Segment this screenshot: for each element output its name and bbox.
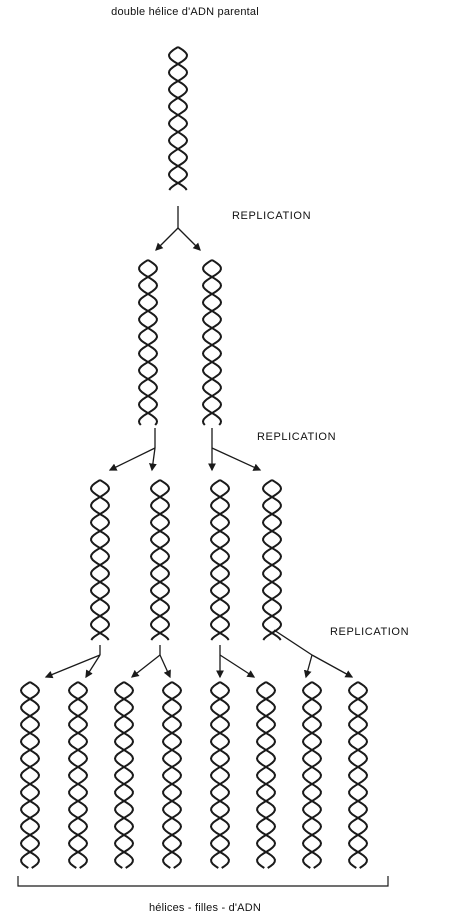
dna-strand xyxy=(89,479,111,641)
branch-arrow-g1-1-0 xyxy=(155,227,179,251)
dna-helix-gen2-1 xyxy=(137,259,159,426)
dna-helix-gen4-5 xyxy=(209,681,231,869)
dna-strand xyxy=(347,681,369,869)
branch-arrow-g3-1-0 xyxy=(44,654,101,679)
dna-helix-gen3-1 xyxy=(89,479,111,641)
dna-helix-gen4-3 xyxy=(113,681,135,869)
bracket xyxy=(17,876,389,887)
dna-helix-gen3-4 xyxy=(261,479,283,641)
dna-helix-gen4-1 xyxy=(19,681,41,869)
dna-strand xyxy=(149,479,171,641)
dna-strand xyxy=(149,479,171,641)
branch-arrow-g3-4-1 xyxy=(311,654,354,678)
arrows-layer xyxy=(44,206,354,679)
dna-helix-gen3-3 xyxy=(209,479,231,641)
dna-strand xyxy=(261,479,283,641)
dna-strand xyxy=(255,681,277,869)
dna-helix-gen4-7 xyxy=(301,681,323,869)
replication-label-1: REPLICATION xyxy=(232,210,312,222)
dna-strand xyxy=(209,479,231,641)
dna-strand xyxy=(89,479,111,641)
dna-strand xyxy=(301,681,323,869)
dna-strand xyxy=(161,681,183,869)
dna-strand xyxy=(161,681,183,869)
dna-helix-gen4-2 xyxy=(67,681,89,869)
branch-arrow-g2-1-0 xyxy=(108,447,156,471)
dna-strand xyxy=(301,681,323,869)
dna-strand xyxy=(137,259,159,426)
diagram-title: double hélice d'ADN parental xyxy=(111,6,259,18)
branch-arrow-g2-2-1 xyxy=(211,447,262,471)
branch-arrow-g3-2-0 xyxy=(130,654,161,678)
dna-strand xyxy=(113,681,135,869)
branch-arrow-g3-4-0 xyxy=(303,654,313,679)
dna-strand xyxy=(201,259,223,426)
dna-strand xyxy=(67,681,89,869)
branch-arrow-g3-2-1 xyxy=(159,654,171,679)
dna-helix-gen4-6 xyxy=(255,681,277,869)
dna-helix-gen3-2 xyxy=(149,479,171,641)
branch-arrow-g2-1-1 xyxy=(149,447,157,472)
replication-label-2: REPLICATION xyxy=(257,431,337,443)
dna-strand xyxy=(19,681,41,869)
dna-helix-gen1-1 xyxy=(167,46,189,191)
dna-strand xyxy=(167,46,189,191)
dna-strand xyxy=(137,259,159,426)
dna-strand xyxy=(209,681,231,869)
dna-strand xyxy=(201,259,223,426)
branch-arrow-g1-1-1 xyxy=(177,227,201,251)
dna-helix-gen2-2 xyxy=(201,259,223,426)
dna-strand xyxy=(113,681,135,869)
dna-helix-gen4-8 xyxy=(347,681,369,869)
dna-helix-gen4-4 xyxy=(161,681,183,869)
dna-strand xyxy=(209,479,231,641)
branch-stem-g3-4 xyxy=(273,629,313,656)
dna-strand xyxy=(209,681,231,869)
dna-strand xyxy=(67,681,89,869)
dna-strand xyxy=(19,681,41,869)
dna-strand xyxy=(347,681,369,869)
branch-arrow-g3-1-1 xyxy=(85,654,101,679)
dna-strand xyxy=(261,479,283,641)
helices-layer xyxy=(19,46,369,869)
branch-arrow-g3-3-1 xyxy=(219,654,256,678)
replication-label-3: REPLICATION xyxy=(330,626,410,638)
dna-strand xyxy=(255,681,277,869)
daughter-helices-label: hélices - filles - d'ADN xyxy=(148,902,262,914)
